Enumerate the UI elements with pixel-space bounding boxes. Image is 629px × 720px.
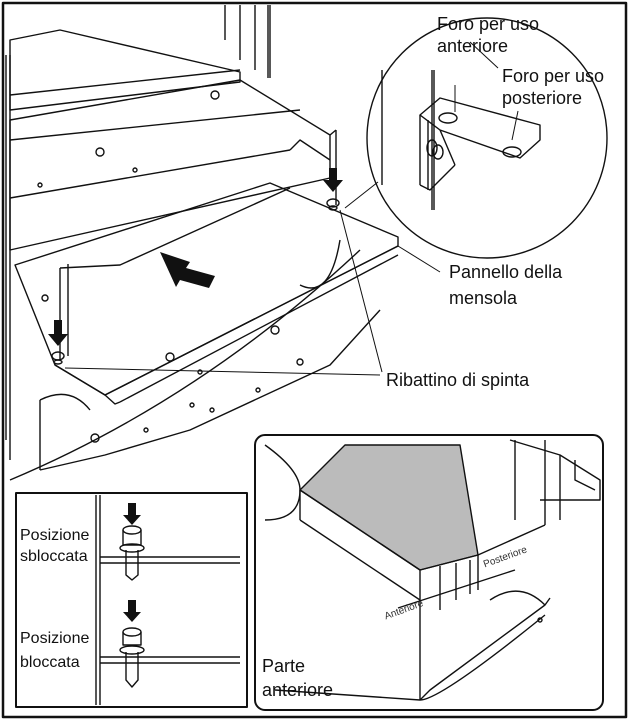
leader-lines [64,41,519,376]
release-arrow-icon [123,503,141,525]
rear-hole-label-line2: posteriore [502,88,583,108]
front-part-label-line1: Parte [262,656,306,676]
shelf-panel-label-line2: mensola [449,288,518,308]
unlocked-position-label-line1: Posizione [20,527,90,544]
locked-position-label-line2: bloccata [20,654,80,671]
cabinet-frame [5,5,271,460]
push-rivet-icon [51,198,340,365]
rear-hole-label-line1: Foro per uso [502,66,605,86]
front-hole-label-line2: anteriore [437,36,509,56]
cabinet-base [9,239,381,481]
front-hole-label-line1: Foro per uso [437,14,540,34]
unlocked-position-label-line2: sbloccata [20,548,88,565]
locked-position-label-line1: Posizione [20,630,90,647]
front-part-label-line2: anteriore [262,680,334,700]
rivet-states-frame [15,492,248,708]
push-down-arrows [48,168,343,346]
unlocked-rivet-illustration [95,495,240,705]
shelf-panel-label-line1: Pannello della [449,262,563,282]
inset-detail-frame [254,434,604,711]
lock-arrow-icon [123,600,141,622]
inset-shelf-detail [264,439,601,701]
locked-rivet-illustration [100,600,240,688]
bracket-detail-zoom [366,17,608,259]
push-rivet-label: Ribattino di spinta [386,370,530,390]
shelf-body [9,79,337,251]
slide-direction-arrow [160,252,215,288]
